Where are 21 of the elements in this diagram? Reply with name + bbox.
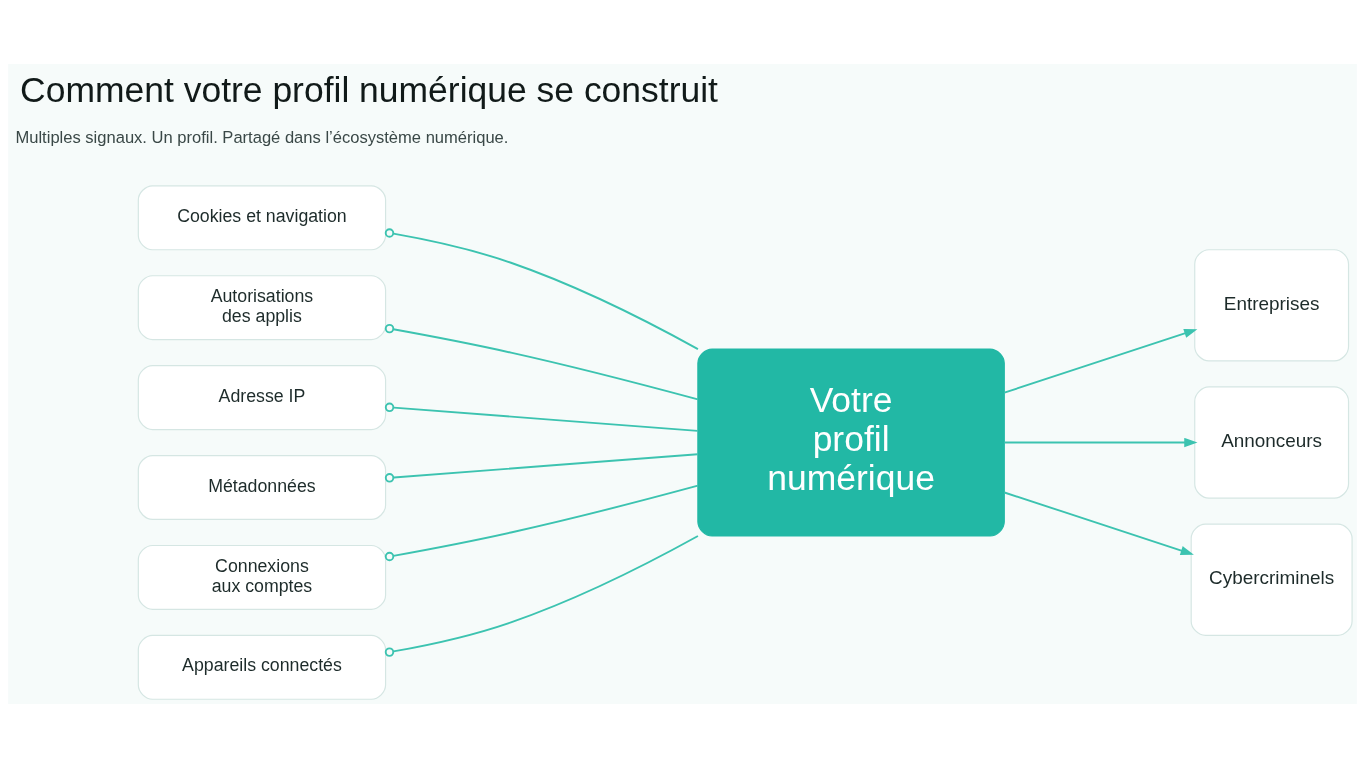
- node-box: Cybercriminels: [1190, 523, 1353, 636]
- node-box: Adresse IP: [137, 365, 387, 431]
- label: Multiples signaux. Un profil. Partagé dans l’écosystème numérique.: [15, 127, 509, 147]
- diagram-title: Comment votre profil numérique se construit: [20, 69, 718, 110]
- connector: [384, 228, 699, 351]
- connector: [384, 323, 699, 401]
- node-box: Annonceurs: [1194, 386, 1350, 499]
- node-box: Votre profil numérique: [697, 348, 1005, 537]
- node-box: Entreprises: [1194, 249, 1350, 362]
- node-box: Cookies et navigation: [137, 185, 387, 251]
- arrow: [1003, 491, 1194, 555]
- node-box: Connexions aux comptes: [137, 544, 387, 610]
- node-box: Autorisations des applis: [137, 275, 387, 341]
- node-box: Appareils connectés: [137, 634, 387, 700]
- connector: [384, 453, 699, 483]
- arrow: [1003, 437, 1198, 448]
- connector: [384, 535, 699, 657]
- arrow: [1003, 329, 1198, 394]
- connector: [384, 484, 699, 562]
- node-box: Métadonnées: [137, 455, 387, 521]
- connector: [384, 402, 699, 432]
